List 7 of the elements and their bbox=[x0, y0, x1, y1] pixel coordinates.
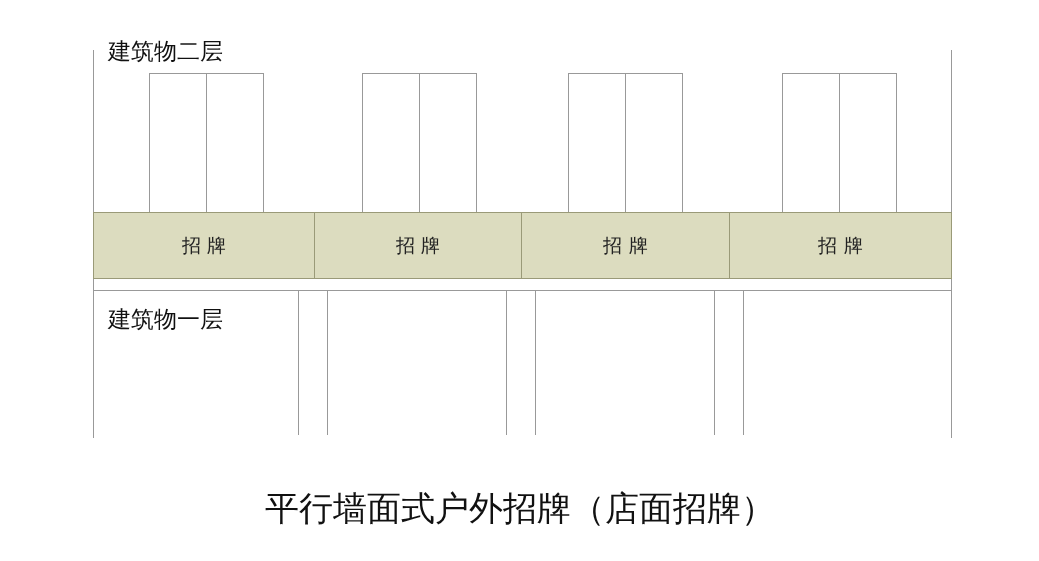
floor-label: 建筑物一层 bbox=[108, 305, 223, 334]
signboard-panel: 招 牌 bbox=[93, 212, 315, 279]
signboard-panel: 招 牌 bbox=[521, 212, 730, 279]
caption: 平行墙面式户外招牌（店面招牌） bbox=[263, 487, 776, 530]
signboard-panel: 招 牌 bbox=[729, 212, 952, 279]
floor-label: 建筑物二层 bbox=[108, 37, 223, 66]
signboard-panel: 招 牌 bbox=[314, 212, 522, 279]
